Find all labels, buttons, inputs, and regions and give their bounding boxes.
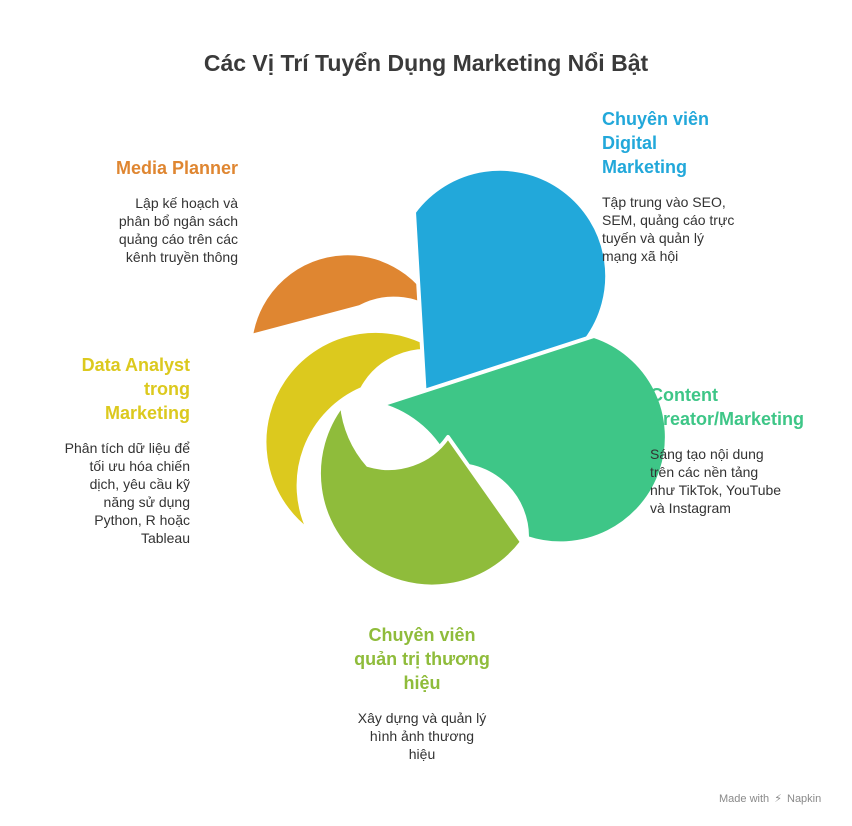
segment-brand-manager (316, 403, 524, 589)
label-data-analyst: Data Analyst trong Marketing Phân tích d… (30, 353, 190, 547)
label-media-planner: Media Planner Lập kế hoạch và phân bổ ng… (60, 156, 238, 266)
heading-digital-marketing: Chuyên viên Digital Marketing (602, 109, 710, 177)
heading-content-creator: Content Creator/Marketing (650, 385, 805, 429)
napkin-logo-icon: ⚡ (774, 793, 782, 805)
made-with-text: Made with (719, 793, 770, 805)
label-content-creator: Content Creator/Marketing Sáng tạo nội d… (650, 383, 840, 517)
label-brand-manager: Chuyên viên quản trị thương hiệu Xây dựn… (322, 623, 522, 763)
napkin-brand-text: Napkin (787, 793, 822, 805)
desc-brand-manager: Xây dựng và quản lý hình ảnh thương hiệu (357, 710, 487, 762)
desc-data-analyst: Phân tích dữ liệu để tối ưu hóa chiến dị… (64, 440, 190, 546)
desc-digital-marketing: Tập trung vào SEO, SEM, quảng cáo trực t… (602, 194, 735, 264)
desc-content-creator: Sáng tạo nội dung trên các nền tảng như … (650, 446, 782, 516)
heading-brand-manager: Chuyên viên quản trị thương hiệu (354, 625, 490, 693)
desc-media-planner: Lập kế hoạch và phân bổ ngân sách quảng … (118, 195, 238, 265)
napkin-attribution: Made with ⚡ Napkin (719, 792, 821, 805)
page-title: Các Vị Trí Tuyển Dụng Marketing Nổi Bật (203, 50, 649, 76)
heading-data-analyst: Data Analyst trong Marketing (81, 355, 190, 423)
label-digital-marketing: Chuyên viên Digital Marketing Tập trung … (602, 107, 802, 265)
heading-media-planner: Media Planner (115, 158, 238, 178)
